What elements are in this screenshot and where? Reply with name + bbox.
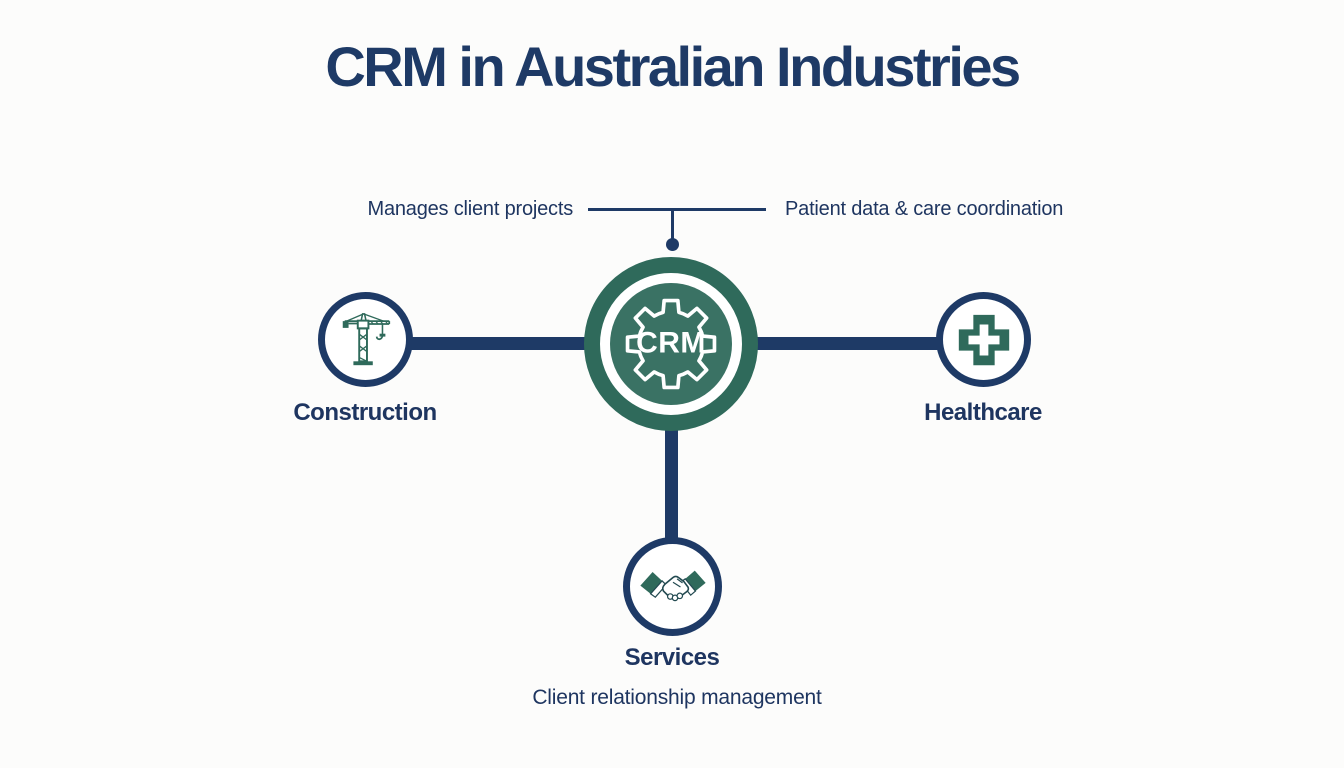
annotation-pointer-dot: [666, 238, 679, 251]
annotation-construction: Manages client projects: [367, 198, 573, 220]
node-services: [623, 537, 722, 636]
gear-icon: [625, 298, 717, 390]
label-healthcare: Healthcare: [924, 399, 1042, 426]
crane-icon: [342, 312, 390, 365]
node-healthcare: [936, 292, 1031, 387]
medical-cross-icon: [958, 314, 1009, 365]
connector-services: [665, 420, 678, 545]
crm-central-node: CRM: [584, 257, 758, 431]
handshake-icon: [639, 570, 706, 601]
page-title: CRM in Australian Industries: [325, 35, 1021, 98]
node-construction: [318, 292, 413, 387]
sublabel-services: Client relationship management: [532, 686, 822, 709]
crm-label: CRM: [636, 326, 706, 360]
annotation-pointer-line: [671, 208, 674, 240]
annotation-connector-line: [588, 208, 766, 211]
annotation-healthcare: Patient data & care coordination: [785, 198, 1064, 220]
label-construction: Construction: [293, 399, 437, 426]
connector-healthcare: [754, 337, 944, 350]
label-services: Services: [624, 644, 720, 671]
connector-construction: [400, 337, 590, 350]
crm-inner-circle: CRM: [610, 283, 732, 405]
